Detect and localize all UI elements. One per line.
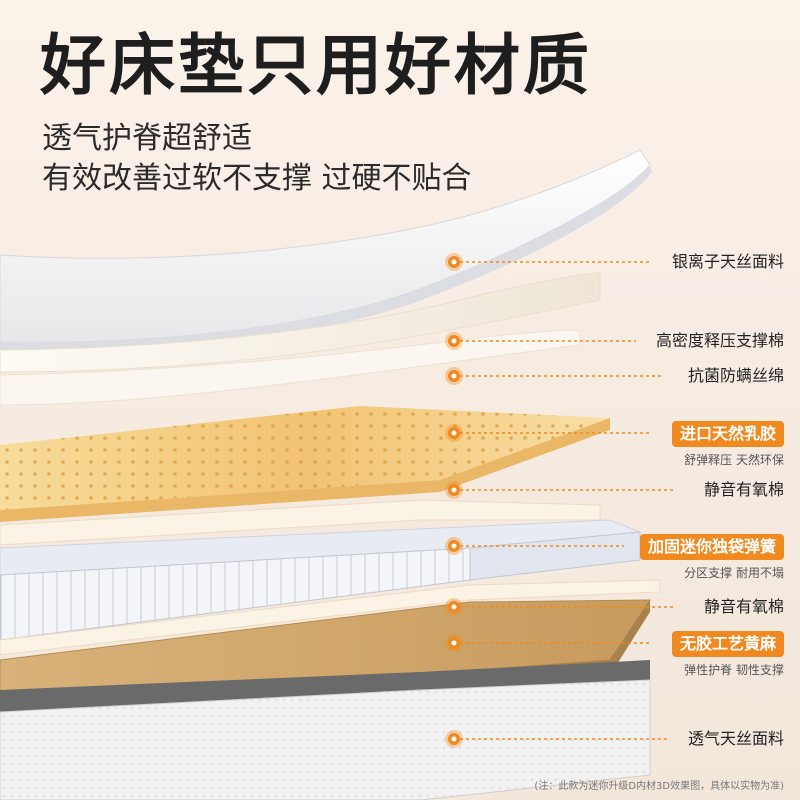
callout-layer-4: 进口天然乳胶 舒弹释压 天然环保 — [671, 421, 784, 468]
subheadline-breathable: 透气护脊超舒适 — [42, 121, 252, 156]
callout-description: 分区支撑 耐用不塌 — [684, 566, 784, 580]
callout-label: 高密度释压支撑棉 — [655, 331, 784, 350]
callout-label: 静音有氧棉 — [703, 597, 784, 616]
callout-dots — [445, 253, 463, 748]
callout-label-highlight: 进口天然乳胶 — [671, 421, 784, 447]
callout-label-highlight: 加固迷你独袋弹簧 — [639, 534, 784, 560]
callout-label: 银离子天丝面料 — [671, 252, 784, 271]
callout-description: 舒弹释压 天然环保 — [684, 453, 784, 467]
callout-connectors — [454, 261, 676, 740]
callout-description: 弹性护脊 韧性支撑 — [684, 663, 784, 677]
callout-layer-9: 透气天丝面料 — [688, 728, 784, 750]
layer-base-fabric — [0, 679, 651, 800]
callout-layer-1: 银离子天丝面料 — [672, 251, 784, 273]
layer-base-inner — [0, 660, 650, 712]
callout-layer-8: 无胶工艺黄麻 弹性护脊 韧性支撑 — [671, 631, 784, 678]
callout-layer-7: 静音有氧棉 — [704, 596, 784, 618]
callout-layer-5: 静音有氧棉 — [704, 479, 784, 501]
subheadline-support: 有效改善过软不支撑 过硬不贴合 — [42, 161, 472, 196]
callout-label: 静音有氧棉 — [703, 480, 784, 499]
callout-label: 抗菌防螨丝绵 — [687, 366, 784, 385]
layer-support-foam — [0, 271, 601, 373]
layer-quiet-foam-2 — [0, 579, 661, 656]
layer-top-fabric — [0, 149, 651, 343]
headline: 好床垫只用好材质 — [40, 27, 592, 104]
callout-layer-3: 抗菌防螨丝绵 — [688, 365, 784, 387]
callout-label: 透气天丝面料 — [687, 729, 784, 748]
callout-label-highlight: 无胶工艺黄麻 — [671, 631, 784, 657]
callout-layer-6: 加固迷你独袋弹簧 分区支撑 耐用不塌 — [639, 534, 784, 581]
layer-silk-wadding — [0, 329, 581, 406]
footnote: (注：此款为迷你升级D内材3D效果图，具体以实物为准) — [534, 781, 784, 792]
callout-layer-2: 高密度释压支撑棉 — [656, 330, 784, 352]
